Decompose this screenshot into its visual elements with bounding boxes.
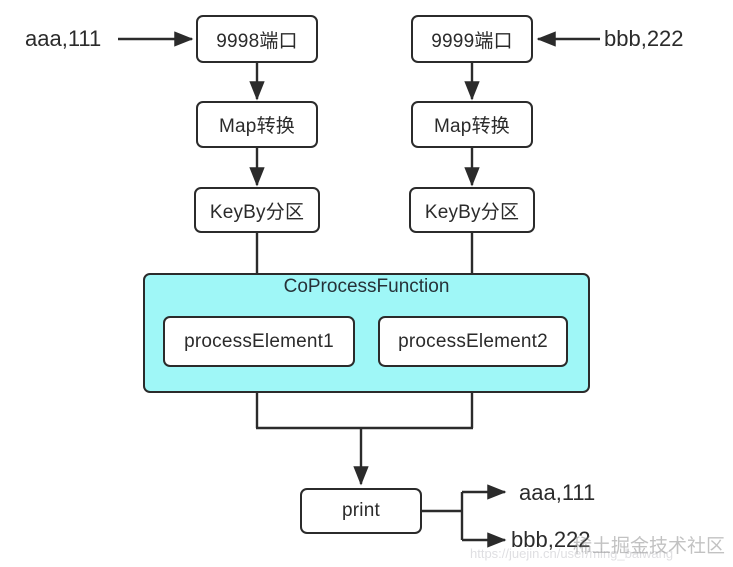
node-port-9998[interactable]: 9998端口 [196,15,318,63]
node-print[interactable]: print [300,488,422,534]
output-label-bbb: bbb,222 [511,527,591,552]
input-label-right: bbb,222 [604,26,684,51]
node-keyby-left[interactable]: KeyBy分区 [194,187,320,233]
node-process-element-1[interactable]: processElement1 [163,316,355,367]
input-label-left: aaa,111 [25,26,102,51]
node-map-left[interactable]: Map转换 [196,101,318,148]
node-keyby-right[interactable]: KeyBy分区 [409,187,535,233]
output-label-aaa: aaa,111 [519,480,596,505]
node-map-right[interactable]: Map转换 [411,101,533,148]
node-port-9999[interactable]: 9999端口 [411,15,533,63]
node-process-element-2[interactable]: processElement2 [378,316,568,367]
group-coprocessfunction-title: CoProcessFunction [283,276,450,297]
